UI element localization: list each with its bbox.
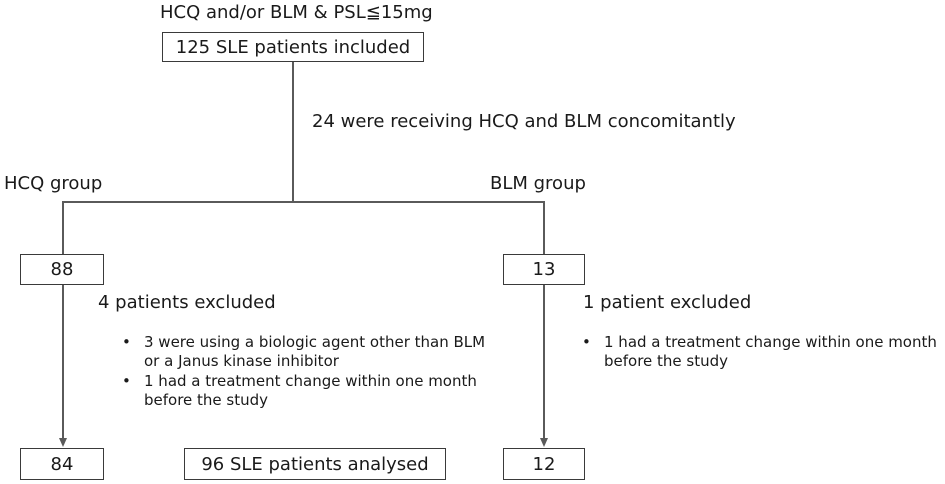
bullet-marker: • xyxy=(582,333,591,351)
hcq-excluded-reason: • 1 had a treatment change within one mo… xyxy=(120,372,500,410)
blm-excluded-reasons: • 1 had a treatment change within one mo… xyxy=(580,333,940,372)
concomitant-note: 24 were receiving HCQ and BLM concomitan… xyxy=(312,111,736,132)
hcq-arrow-line xyxy=(62,285,64,439)
hcq-initial-box: 88 xyxy=(20,254,104,285)
bullet-marker: • xyxy=(122,333,131,351)
blm-final-box: 12 xyxy=(503,448,585,480)
hcq-arrow-head xyxy=(59,438,67,447)
blm-excluded-reason: • 1 had a treatment change within one mo… xyxy=(580,333,940,371)
included-patients-label: 125 SLE patients included xyxy=(175,36,411,58)
analysed-patients-box: 96 SLE patients analysed xyxy=(184,448,446,480)
reason-line: 1 had a treatment change within one mont… xyxy=(144,372,477,390)
reason-line: before the study xyxy=(604,352,729,370)
blm-arrow-head xyxy=(540,438,548,447)
inclusion-criteria-label: HCQ and/or BLM & PSL≦15mg xyxy=(160,2,433,23)
analysed-patients-label: 96 SLE patients analysed xyxy=(201,453,429,475)
hcq-group-label: HCQ group xyxy=(4,173,103,194)
blm-initial-count: 13 xyxy=(532,259,556,280)
hcq-initial-count: 88 xyxy=(50,259,74,280)
reason-line: or a Janus kinase inhibitor xyxy=(144,352,339,370)
blm-final-count: 12 xyxy=(532,453,556,475)
reason-line: 1 had a treatment change within one mont… xyxy=(604,333,937,351)
blm-group-label: BLM group xyxy=(490,173,586,194)
reason-line: before the study xyxy=(144,391,269,409)
connector-top-vertical xyxy=(292,62,294,202)
included-patients-box: 125 SLE patients included xyxy=(162,32,424,62)
blm-arrow-line xyxy=(543,285,545,439)
connector-hcq-down xyxy=(62,201,64,254)
blm-excluded-title: 1 patient excluded xyxy=(583,292,752,313)
bullet-marker: • xyxy=(122,372,131,390)
hcq-excluded-reasons: • 3 were using a biologic agent other th… xyxy=(120,333,500,411)
blm-initial-box: 13 xyxy=(503,254,585,285)
hcq-excluded-title: 4 patients excluded xyxy=(98,292,276,313)
reason-line: 3 were using a biologic agent other than… xyxy=(144,333,486,351)
hcq-final-count: 84 xyxy=(50,453,74,475)
hcq-excluded-reason: • 3 were using a biologic agent other th… xyxy=(120,333,500,371)
connector-split-horizontal xyxy=(62,201,544,203)
hcq-final-box: 84 xyxy=(20,448,104,480)
connector-blm-down xyxy=(543,201,545,254)
